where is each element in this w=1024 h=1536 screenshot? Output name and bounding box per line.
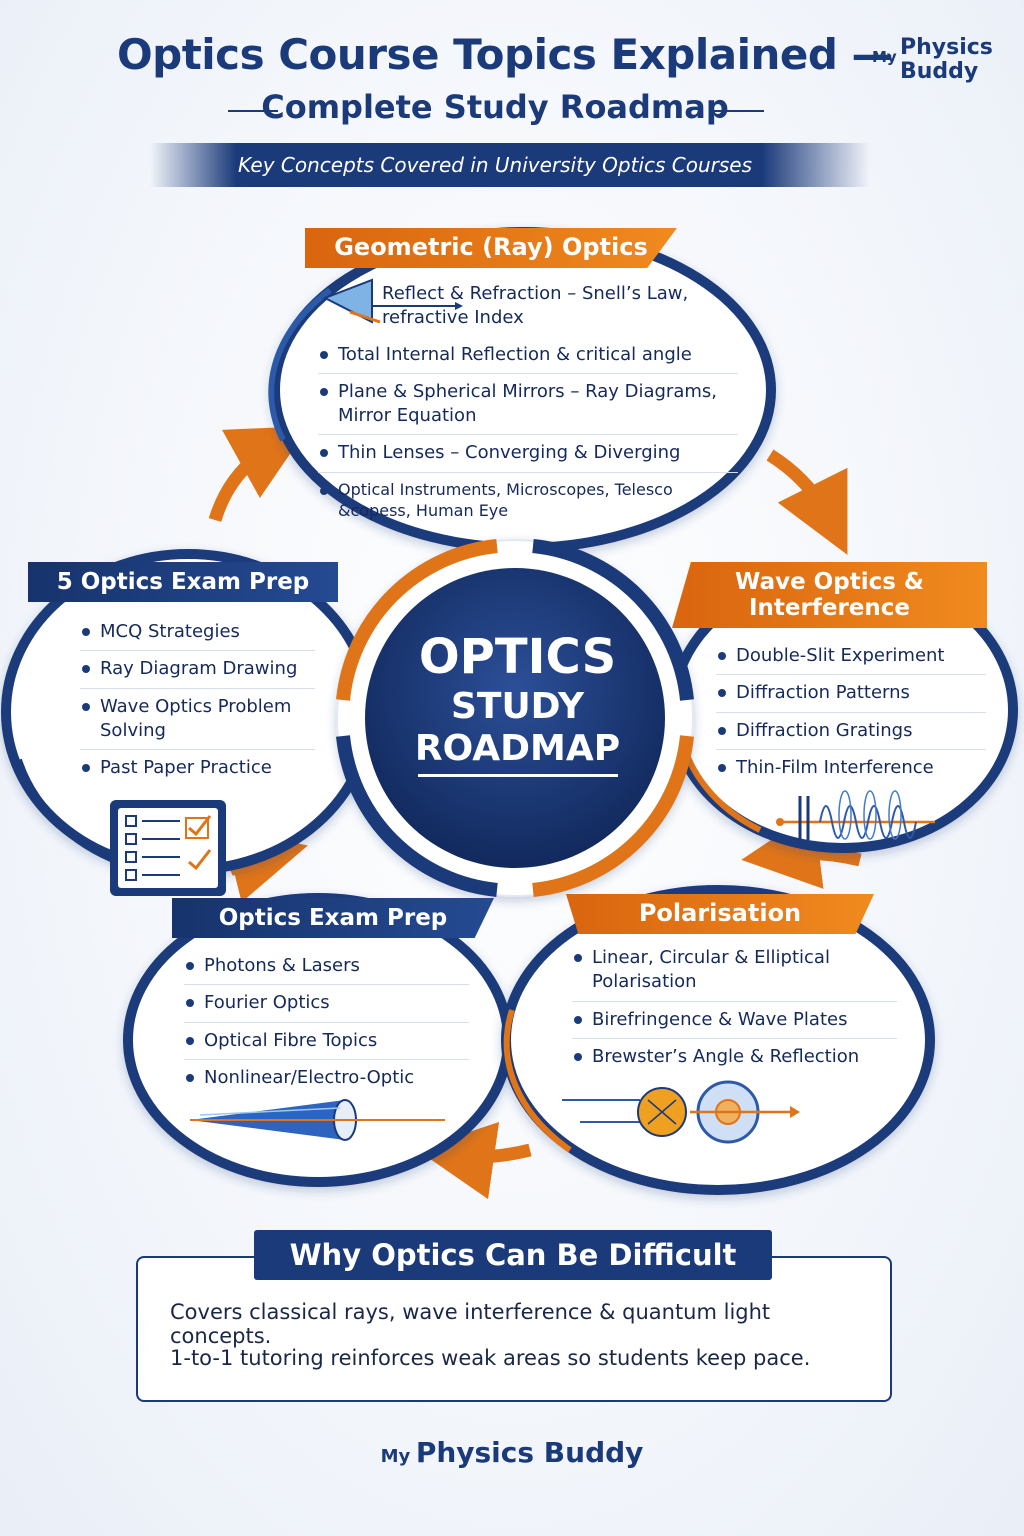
- subtitle-band: [150, 143, 870, 187]
- list-item: Wave Optics Problem Solving: [80, 689, 315, 751]
- why-box: [136, 1256, 892, 1402]
- wave-interference-icon: [776, 790, 935, 840]
- list-item: Birefringence & Wave Plates: [572, 1002, 897, 1039]
- cycle-arrow-icon: [208, 426, 310, 522]
- subtitle: Key Concepts Covered in University Optic…: [237, 153, 752, 177]
- list-item: Diffraction Gratings: [716, 713, 986, 750]
- cycle-arrow-icon: [416, 1121, 532, 1200]
- list-item: Optical Fibre Topics: [184, 1023, 469, 1060]
- list-item: Optical Instruments, Microscopes, Telesc…: [318, 473, 738, 528]
- exam-prep-left-list: MCQ Strategies Ray Diagram Drawing Wave …: [80, 614, 315, 786]
- list-item: MCQ Strategies: [80, 614, 315, 652]
- fibre-optic-icon: [190, 1099, 445, 1141]
- center-title: OPTICS STUDY ROADMAP: [380, 628, 655, 777]
- exam-prep-left-title: 5 Optics Exam Prep: [28, 562, 338, 602]
- list-item: Nonlinear/Electro-Optic: [184, 1060, 469, 1096]
- list-item: Plane & Spherical Mirrors – Ray Diagrams…: [318, 374, 738, 436]
- list-item: Diffraction Patterns: [716, 675, 986, 713]
- list-item: Double-Slit Experiment: [716, 638, 986, 676]
- list-item: Reflect & Refraction – Snell’s Law, refr…: [382, 283, 689, 329]
- list-item: Photons & Lasers: [184, 948, 469, 986]
- why-line-1: Covers classical rays, wave interference…: [170, 1300, 771, 1348]
- list-item: Fourier Optics: [184, 985, 469, 1023]
- list-item: Brewster’s Angle & Reflection: [572, 1039, 897, 1075]
- list-item: Past Paper Practice: [80, 750, 315, 786]
- exam-prep-bottom-title: Optics Exam Prep: [172, 898, 494, 938]
- list-item: Ray Diagram Drawing: [80, 651, 315, 689]
- polarisation-title: Polarisation: [566, 894, 874, 934]
- geometric-title: Geometric (Ray) Optics: [305, 228, 677, 268]
- list-item: Linear, Circular & Elliptical Polarisati…: [572, 940, 897, 1002]
- brand-logo-bottom: My Physics Buddy: [380, 1436, 644, 1469]
- exam-prep-bottom-list: Photons & Lasers Fourier Optics Optical …: [184, 948, 469, 1096]
- page-title-line2: Complete Study Roadmap: [261, 88, 729, 126]
- center-core: [365, 568, 665, 868]
- cycle-arrow-icon: [766, 449, 848, 555]
- polarisation-list: Linear, Circular & Elliptical Polarisati…: [572, 940, 897, 1075]
- list-item: Total Internal Reflection & critical ang…: [318, 337, 738, 374]
- title-rule-right: [712, 110, 764, 112]
- cycle-arrow-icon: [741, 811, 862, 889]
- clipboard-checklist-icon: [110, 800, 226, 896]
- title-rule-left: [228, 110, 278, 112]
- page-title: Optics Course Topics Explained —: [116, 30, 894, 79]
- why-line-2: 1-to-1 tutoring reinforces weak areas so…: [170, 1346, 811, 1370]
- wave-title: Wave Optics & Interference: [672, 562, 987, 628]
- why-title: Why Optics Can Be Difficult: [254, 1230, 772, 1280]
- wave-list: Double-Slit Experiment Diffraction Patte…: [716, 638, 986, 786]
- list-item: Thin-Film Interference: [716, 750, 986, 786]
- prism-icon: [322, 278, 463, 324]
- geometric-list: Reflect & Refraction – Snell’s Law, refr…: [318, 276, 738, 528]
- list-item: Thin Lenses – Converging & Diverging: [318, 435, 738, 473]
- polarisation-icon: [562, 1080, 800, 1144]
